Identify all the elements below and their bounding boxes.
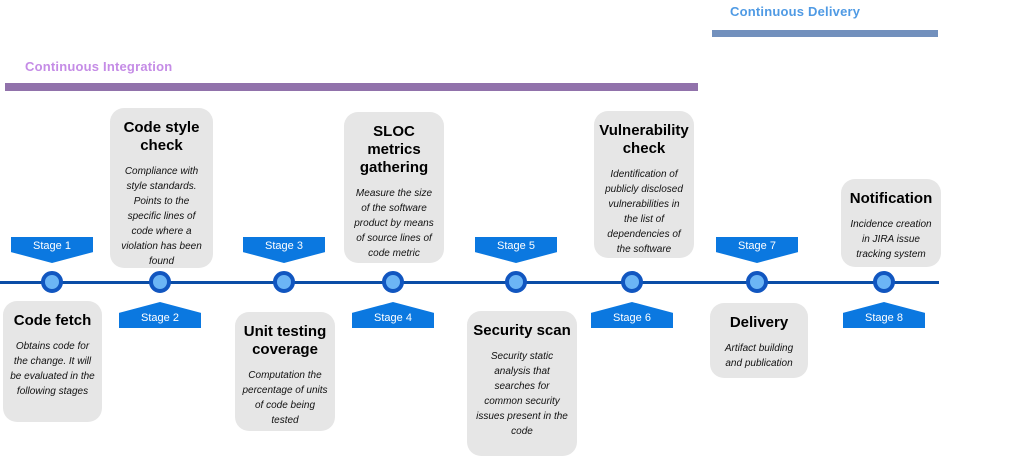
- stage-badge-label: Stage 8: [865, 312, 903, 324]
- stage-badge-2: Stage 2: [119, 302, 201, 328]
- stage-card-description: Measure the size of the software product…: [354, 188, 434, 259]
- timeline-node-6: [621, 271, 643, 293]
- stage-badge-label: Stage 6: [613, 312, 651, 324]
- stage-badge-label: Stage 4: [374, 312, 412, 324]
- stage-card-description: Compliance with style standards. Points …: [121, 166, 202, 267]
- timeline-node-2: [149, 271, 171, 293]
- stage-card-title: Notification: [849, 190, 933, 207]
- stage-card-description: Artifact building and publication: [724, 343, 794, 369]
- stage-card-title: Vulnerability check: [599, 122, 689, 157]
- stage-badge-7: Stage 7: [716, 237, 798, 263]
- timeline-line: [0, 281, 939, 284]
- timeline-node-4: [382, 271, 404, 293]
- stage-card-title: Security scan: [473, 322, 571, 339]
- stage-card-title: SLOC metrics gathering: [359, 123, 429, 176]
- stage-badge-5: Stage 5: [475, 237, 557, 263]
- timeline-node-1: [41, 271, 63, 293]
- continuous-integration-heading: Continuous Integration: [25, 59, 173, 74]
- stage-badge-label: Stage 3: [265, 240, 303, 252]
- stage-card-title: Code fetch: [13, 312, 92, 329]
- stage-badge-label: Stage 2: [141, 312, 179, 324]
- stage-badge-6: Stage 6: [591, 302, 673, 328]
- timeline-node-8: [873, 271, 895, 293]
- stage-badge-8: Stage 8: [843, 302, 925, 328]
- stage-badge-label: Stage 5: [497, 240, 535, 252]
- stage-badge-label: Stage 1: [33, 240, 71, 252]
- stage-card-title: Delivery: [729, 314, 789, 331]
- continuous-integration-bar: [5, 83, 698, 91]
- stage-card-description: Security static analysis that searches f…: [476, 351, 568, 437]
- timeline-node-7: [746, 271, 768, 293]
- stage-badge-4: Stage 4: [352, 302, 434, 328]
- continuous-delivery-heading: Continuous Delivery: [730, 4, 861, 19]
- continuous-delivery-bar: [712, 30, 938, 37]
- stage-badge-label: Stage 7: [738, 240, 776, 252]
- timeline-node-5: [505, 271, 527, 293]
- stage-card-description: Incidence creation in JIRA issue trackin…: [850, 219, 932, 260]
- timeline-node-3: [273, 271, 295, 293]
- stage-card-description: Identification of publicly disclosed vul…: [605, 169, 683, 255]
- stage-badge-1: Stage 1: [11, 237, 93, 263]
- stage-card-description: Computation the percentage of units of c…: [242, 370, 328, 426]
- stage-card-title: Unit testing coverage: [243, 323, 327, 358]
- stage-card-description: Obtains code for the change. It will be …: [10, 341, 95, 397]
- stage-card-title: Code style check: [123, 119, 200, 154]
- stage-badge-3: Stage 3: [243, 237, 325, 263]
